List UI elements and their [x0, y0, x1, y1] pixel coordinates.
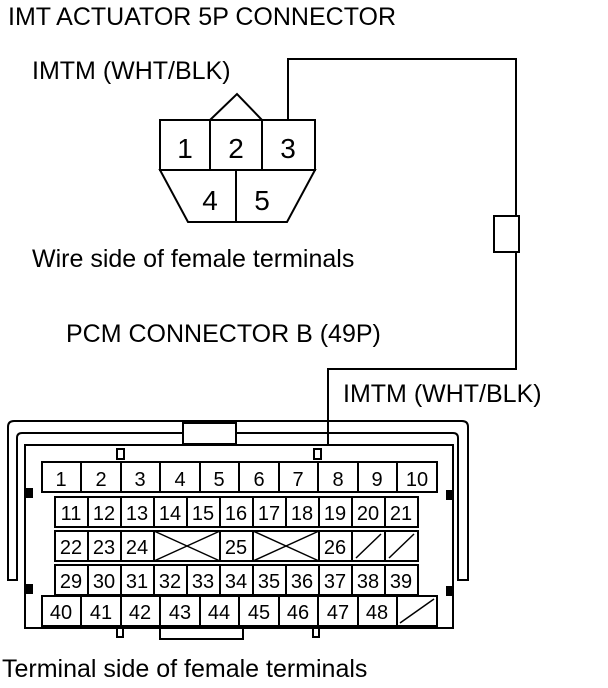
- actuator-pin-1: 1: [177, 133, 193, 164]
- pcm-row-3: 22 23 24 25 26: [54, 530, 419, 562]
- pcm-pin-13: 13: [126, 503, 148, 525]
- pcm-row-5: 40 41 42 43 44 45 46 47 48: [41, 595, 438, 627]
- pcm-pin-39: 39: [390, 571, 412, 593]
- pcm-pin-5: 5: [213, 469, 224, 491]
- pcm-pin-18: 18: [291, 503, 313, 525]
- pcm-pin-2: 2: [95, 469, 106, 491]
- pcm-pin-43: 43: [169, 602, 191, 624]
- pcm-wire-label: IMTM (WHT/BLK): [343, 380, 542, 408]
- pcm-pin-12: 12: [93, 503, 115, 525]
- pcm-pin-33: 33: [192, 571, 214, 593]
- pcm-blank-cell: [252, 530, 320, 562]
- pcm-pin-19: 19: [324, 503, 346, 525]
- pcm-pin-35: 35: [258, 571, 280, 593]
- pcm-pin-45: 45: [248, 602, 270, 624]
- actuator-pin-4: 4: [202, 185, 218, 216]
- pcm-pin-24: 24: [126, 537, 148, 559]
- pcm-pin-21: 21: [390, 503, 412, 525]
- pcm-pin-40: 40: [50, 602, 72, 624]
- pcm-row-2: 11 12 13 14 15 16 17 18 19 20 21: [54, 496, 419, 528]
- pcm-caption: Terminal side of female terminals: [2, 655, 368, 683]
- pcm-pin-42: 42: [129, 602, 151, 624]
- pcm-blank-cell: [153, 530, 221, 562]
- pcm-pin-44: 44: [208, 602, 230, 624]
- pcm-pin-46: 46: [287, 602, 309, 624]
- pcm-pin-1: 1: [55, 469, 66, 491]
- actuator-pin-5: 5: [254, 185, 270, 216]
- pcm-bottom-notch: [159, 628, 244, 640]
- pcm-pin-15: 15: [192, 503, 214, 525]
- pcm-pin-3: 3: [134, 469, 145, 491]
- pcm-pin-36: 36: [291, 571, 313, 593]
- pcm-pin-20: 20: [357, 503, 379, 525]
- pcm-pin-47: 47: [327, 602, 349, 624]
- pcm-pin-8: 8: [332, 469, 343, 491]
- pcm-pin-11: 11: [61, 503, 82, 525]
- pcm-pin-34: 34: [225, 571, 247, 593]
- pcm-row-1: 1 2 3 4 5 6 7 8 9 10: [41, 461, 438, 493]
- pcm-pin-31: 31: [126, 571, 148, 593]
- actuator-title: IMT ACTUATOR 5P CONNECTOR: [8, 3, 397, 31]
- wire-connector-symbol: [493, 215, 520, 253]
- actuator-connector: [158, 92, 317, 223]
- pcm-pin-29: 29: [60, 571, 82, 593]
- pcm-pin-7: 7: [292, 469, 303, 491]
- pcm-latch: [182, 422, 237, 445]
- pcm-pin-32: 32: [159, 571, 181, 593]
- pcm-pin-17: 17: [258, 503, 280, 525]
- imtm-wire: [287, 58, 517, 462]
- pcm-blank-cell: [355, 533, 382, 559]
- pcm-row-4: 29 30 31 32 33 34 35 36 37 38 39: [54, 564, 419, 596]
- actuator-pin-2: 2: [228, 133, 244, 164]
- pcm-pin-30: 30: [93, 571, 115, 593]
- pcm-pin-26: 26: [324, 537, 346, 559]
- pcm-pin-48: 48: [366, 602, 388, 624]
- actuator-key: [207, 92, 265, 121]
- pcm-pin-38: 38: [357, 571, 379, 593]
- pcm-blank-cell: [388, 533, 415, 559]
- actuator-wire-label: IMTM (WHT/BLK): [32, 57, 231, 85]
- pcm-pin-23: 23: [93, 537, 115, 559]
- pcm-pin-10: 10: [406, 469, 428, 491]
- pcm-pin-4: 4: [174, 469, 185, 491]
- pcm-pin-16: 16: [225, 503, 247, 525]
- pcm-pin-6: 6: [253, 469, 264, 491]
- pcm-pin-25: 25: [225, 537, 247, 559]
- pcm-pin-9: 9: [371, 469, 382, 491]
- pcm-title: PCM CONNECTOR B (49P): [66, 320, 381, 348]
- pcm-blank-cell: [399, 598, 435, 624]
- actuator-caption: Wire side of female terminals: [32, 245, 355, 273]
- actuator-housing-bottom: [158, 169, 317, 223]
- pcm-pin-22: 22: [60, 537, 82, 559]
- pcm-outer-housing: [7, 420, 469, 581]
- pcm-pin-41: 41: [90, 602, 112, 624]
- actuator-pin-3: 3: [280, 133, 296, 164]
- pcm-pin-14: 14: [159, 503, 181, 525]
- pcm-pin-37: 37: [324, 571, 346, 593]
